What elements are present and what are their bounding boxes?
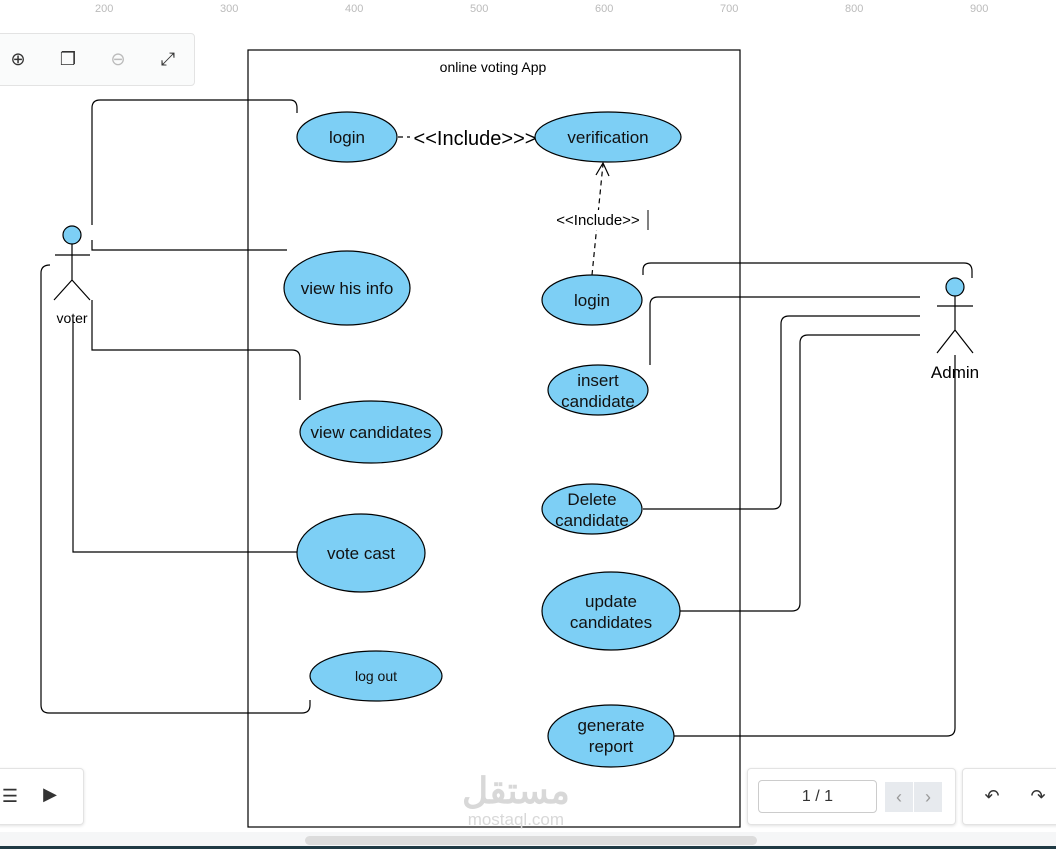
system-title: online voting App bbox=[440, 59, 547, 75]
watermark: مستقل mostaql.com bbox=[462, 770, 570, 830]
usecase-text: candidate bbox=[561, 392, 635, 411]
usecase-text: log out bbox=[355, 668, 397, 684]
ruler-label: 200 bbox=[95, 3, 114, 15]
prev-page-button[interactable]: ‹ bbox=[885, 782, 913, 812]
usecase-text: candidate bbox=[555, 511, 629, 530]
usecase-text: insert bbox=[577, 371, 619, 390]
usecase-insert-candidate[interactable] bbox=[547, 364, 649, 416]
arrow-head bbox=[595, 161, 610, 177]
page-toolbar: ⊕ ❐ ⊖ ⤢ bbox=[0, 33, 195, 86]
usecase-text: candidates bbox=[570, 613, 652, 632]
page-number-input[interactable]: 1 / 1 bbox=[758, 780, 877, 813]
admin-actor[interactable] bbox=[936, 277, 974, 354]
ruler-label: 900 bbox=[970, 3, 989, 15]
ruler: 200 300 400 500 600 700 800 900 bbox=[0, 0, 1056, 22]
next-page-button[interactable]: › bbox=[914, 782, 942, 812]
include-label: <<Include>> bbox=[556, 212, 640, 229]
history-toolbar: ↶ ↷ bbox=[962, 768, 1056, 825]
connector[interactable] bbox=[680, 334, 920, 612]
ruler-label: 500 bbox=[470, 3, 489, 15]
usecase-verification[interactable] bbox=[534, 111, 682, 163]
horizontal-scrollbar[interactable] bbox=[0, 832, 1056, 847]
comment-icon[interactable]: ☰ bbox=[1, 786, 19, 806]
usecase-text: update bbox=[585, 592, 637, 611]
voter-label: voter bbox=[56, 310, 87, 326]
usecase-text: view candidates bbox=[311, 423, 432, 442]
connector[interactable] bbox=[674, 355, 956, 737]
connector[interactable] bbox=[40, 264, 311, 714]
connector[interactable] bbox=[91, 300, 301, 400]
usecase-text: view his info bbox=[301, 279, 394, 298]
ruler-label: 600 bbox=[595, 3, 614, 15]
connector[interactable] bbox=[91, 99, 298, 225]
usecase-text: login bbox=[329, 128, 365, 147]
undo-icon[interactable]: ↶ bbox=[984, 786, 1000, 806]
usecase-text: generate bbox=[577, 716, 644, 735]
voter-actor[interactable] bbox=[53, 225, 91, 301]
usecase-text: vote cast bbox=[327, 544, 395, 563]
redo-icon[interactable]: ↷ bbox=[1030, 786, 1046, 806]
usecase-generate-report[interactable] bbox=[547, 704, 675, 768]
pager: 1 / 1 ‹ › bbox=[747, 768, 956, 825]
connector[interactable] bbox=[72, 320, 297, 553]
add-page-icon[interactable]: ⊕ bbox=[10, 49, 26, 69]
usecase-text: login bbox=[574, 291, 610, 310]
usecase-vote-cast[interactable] bbox=[296, 513, 426, 593]
system-boundary[interactable] bbox=[247, 49, 741, 828]
admin-label: Admin bbox=[931, 363, 979, 382]
ruler-label: 800 bbox=[845, 3, 864, 15]
bottom-border bbox=[0, 846, 1056, 849]
ruler-label: 700 bbox=[720, 3, 739, 15]
usecase-text: Delete bbox=[567, 490, 616, 509]
play-icon[interactable]: ▶ bbox=[43, 784, 57, 804]
usecase-admin-login[interactable] bbox=[541, 274, 643, 326]
include-label: <<Include>>> bbox=[414, 128, 537, 150]
usecase-text: verification bbox=[567, 128, 648, 147]
usecase-delete-candidate[interactable] bbox=[541, 483, 643, 535]
duplicate-page-icon[interactable]: ❐ bbox=[59, 49, 77, 69]
connector[interactable] bbox=[643, 315, 920, 510]
usecase-view-candidates[interactable] bbox=[299, 400, 443, 464]
usecase-view-his-info[interactable] bbox=[283, 250, 411, 326]
usecase-update-candidates[interactable] bbox=[541, 571, 681, 651]
scrollbar-thumb[interactable] bbox=[305, 836, 757, 845]
connector[interactable] bbox=[91, 240, 287, 251]
bottom-left-toolbar: ☰ ▶ bbox=[0, 768, 84, 825]
usecase-login[interactable] bbox=[296, 111, 398, 163]
connector[interactable] bbox=[642, 262, 973, 278]
usecase-log-out[interactable] bbox=[309, 650, 443, 702]
connector[interactable] bbox=[649, 296, 920, 365]
ruler-label: 400 bbox=[345, 3, 364, 15]
remove-page-icon[interactable]: ⊖ bbox=[110, 49, 126, 69]
fit-page-icon[interactable]: ⤢ bbox=[160, 49, 176, 69]
usecase-text: report bbox=[589, 737, 634, 756]
ruler-label: 300 bbox=[220, 3, 239, 15]
